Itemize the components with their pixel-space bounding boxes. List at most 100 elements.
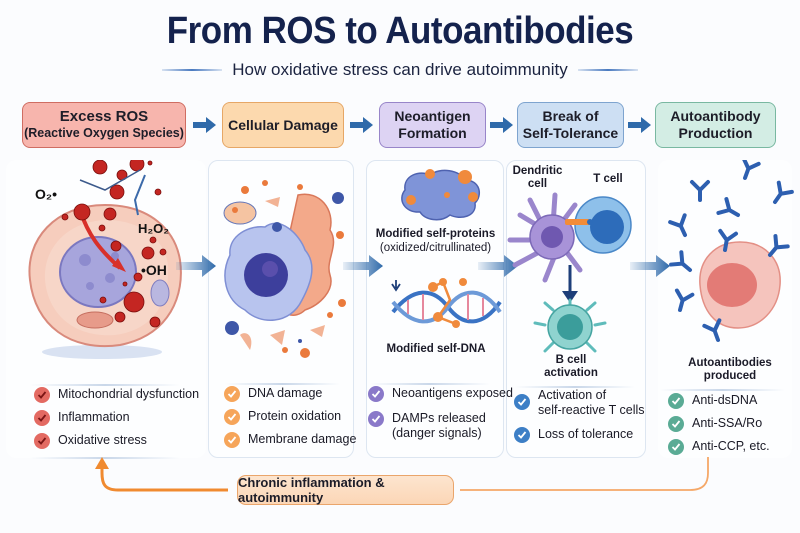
feedback-loop-arrow <box>95 457 709 492</box>
divider <box>370 383 490 385</box>
modified-protein-illustration <box>401 169 481 221</box>
feedback-loop-label: Chronic inflammation & autoimmunity <box>237 475 454 505</box>
flow-arrow-icon <box>343 255 383 277</box>
flow-arrow-icon <box>478 255 518 277</box>
check-icon <box>368 411 384 427</box>
checklist-text: Mitochondrial dysfunction <box>58 387 200 401</box>
checklist-text: Anti-dsDNA <box>692 393 758 407</box>
divider <box>515 386 635 388</box>
b-cell-label: B cell activation <box>536 354 606 380</box>
flow-arrow-icon <box>176 255 216 277</box>
arrow-right-icon <box>490 117 513 133</box>
check-icon <box>34 410 50 426</box>
label-hydrogen-peroxide: H₂O₂ <box>138 221 170 236</box>
divider <box>660 389 785 391</box>
check-icon <box>34 387 50 403</box>
check-icon <box>668 439 684 455</box>
checklist-item: Anti-CCP, etc. <box>668 439 770 455</box>
stage-subtitle: Formation <box>398 125 467 141</box>
checklist-item: Mitochondrial dysfunction <box>34 387 199 403</box>
protein-sublabel: (oxidized/citrullinated) <box>379 242 492 254</box>
checklist-item: Inflammation <box>34 410 199 426</box>
checklist-item: Neoantigens exposed <box>368 386 513 402</box>
t-cell-label: T cell <box>593 173 623 185</box>
checklist-text: Protein oxidation <box>248 409 342 423</box>
stage-subtitle: (Reactive Oxygen Species) <box>24 126 184 140</box>
arrow-right-icon <box>628 117 651 133</box>
autoantibodies-illustration <box>668 160 794 345</box>
stage-title: Break of <box>542 108 599 124</box>
subtitle-divider-left <box>162 69 223 71</box>
checklist-item: Oxidative stress <box>34 433 199 449</box>
checklist-item: Membrane damage <box>224 432 356 448</box>
autoantibodies-produced-label: Autoantibodies produced <box>680 357 780 383</box>
checklist-text: Membrane damage <box>248 432 357 446</box>
divider <box>225 383 340 385</box>
checklist-text-line2: (danger signals) <box>392 426 482 440</box>
checklist-ros: Mitochondrial dysfunction Inflammation O… <box>34 387 199 456</box>
checklist-text-line2: self-reactive T cells <box>538 403 645 417</box>
arrow-right-icon <box>350 117 373 133</box>
damaged-cell-illustration <box>223 180 346 358</box>
check-icon <box>224 432 240 448</box>
dendritic-label-line2: cell <box>527 178 548 190</box>
checklist-text: Anti-SSA/Ro <box>692 416 763 430</box>
checklist-item: DNA damage <box>224 386 356 402</box>
check-icon <box>668 393 684 409</box>
stage-title: Cellular Damage <box>228 116 338 133</box>
divider <box>30 384 180 386</box>
stage-subtitle: Production <box>678 125 753 141</box>
stage-title: Excess ROS <box>59 108 149 125</box>
checklist-item: Loss of tolerance <box>514 427 645 443</box>
subtitle-divider-right <box>577 69 638 71</box>
autoantibodies-label-line2: produced <box>703 370 757 382</box>
check-icon <box>514 394 530 410</box>
checklist-text: Neoantigens exposed <box>392 386 513 400</box>
check-icon <box>34 433 50 449</box>
checklist-item: Protein oxidation <box>224 409 356 425</box>
b-cell-label-line1: B cell <box>555 354 587 366</box>
dendritic-cell-label: Dendritic cell <box>510 165 565 191</box>
arrow-right-icon <box>193 117 216 133</box>
flow-arrow-icon <box>630 255 670 277</box>
checklist-text: Oxidative stress <box>58 433 147 447</box>
label-hydroxyl-radical: •OH <box>141 262 167 278</box>
check-icon <box>668 416 684 432</box>
checklist-text-line1: DAMPs released <box>392 411 486 425</box>
checklist-autoantibody: Anti-dsDNA Anti-SSA/Ro Anti-CCP, etc. <box>668 393 770 462</box>
checklist-item: Anti-SSA/Ro <box>668 416 770 432</box>
stage-autoantibody-production: Autoantibody Production <box>655 102 776 148</box>
check-icon <box>514 427 530 443</box>
modified-self-dna-label: Modified self-DNA <box>386 343 486 355</box>
stage-title: Neoantigen <box>394 108 471 124</box>
stage-subtitle: Self-Tolerance <box>522 125 619 141</box>
checklist-cellular-damage: DNA damage Protein oxidation Membrane da… <box>224 386 356 455</box>
divider <box>30 457 180 459</box>
checklist-text-line1: Activation of <box>538 388 607 402</box>
stage-excess-ros: Excess ROS (Reactive Oxygen Species) <box>22 102 186 148</box>
checklist-text: Inflammation <box>58 410 130 424</box>
protein-label: Modified self-proteins <box>375 228 496 240</box>
checklist-neoantigen: Neoantigens exposed DAMPs released(dange… <box>368 386 513 448</box>
stage-break-self-tolerance: Break of Self-Tolerance <box>517 102 624 148</box>
checklist-item: Anti-dsDNA <box>668 393 770 409</box>
modified-self-proteins-label: Modified self-proteins (oxidized/citrull… <box>368 227 503 255</box>
b-cell-label-line2: activation <box>544 367 598 379</box>
page-subtitle: How oxidative stress can drive autoimmun… <box>232 60 568 79</box>
stage-cellular-damage: Cellular Damage <box>222 102 344 148</box>
subtitle-row: How oxidative stress can drive autoimmun… <box>0 60 800 80</box>
page-title: From ROS to Autoantibodies <box>166 10 634 52</box>
ros-cell-illustration <box>28 160 182 359</box>
immune-cells-illustration <box>507 192 632 353</box>
checklist-text: DAMPs released(danger signals) <box>392 411 486 441</box>
label-superoxide: O₂• <box>35 186 58 202</box>
check-icon <box>224 386 240 402</box>
stage-neoantigen-formation: Neoantigen Formation <box>379 102 486 148</box>
checklist-text: Loss of tolerance <box>538 427 634 441</box>
checklist-item: DAMPs released(danger signals) <box>368 411 513 441</box>
checklist-text: Anti-CCP, etc. <box>692 439 770 453</box>
dendritic-label-line1: Dendritic <box>512 165 563 177</box>
